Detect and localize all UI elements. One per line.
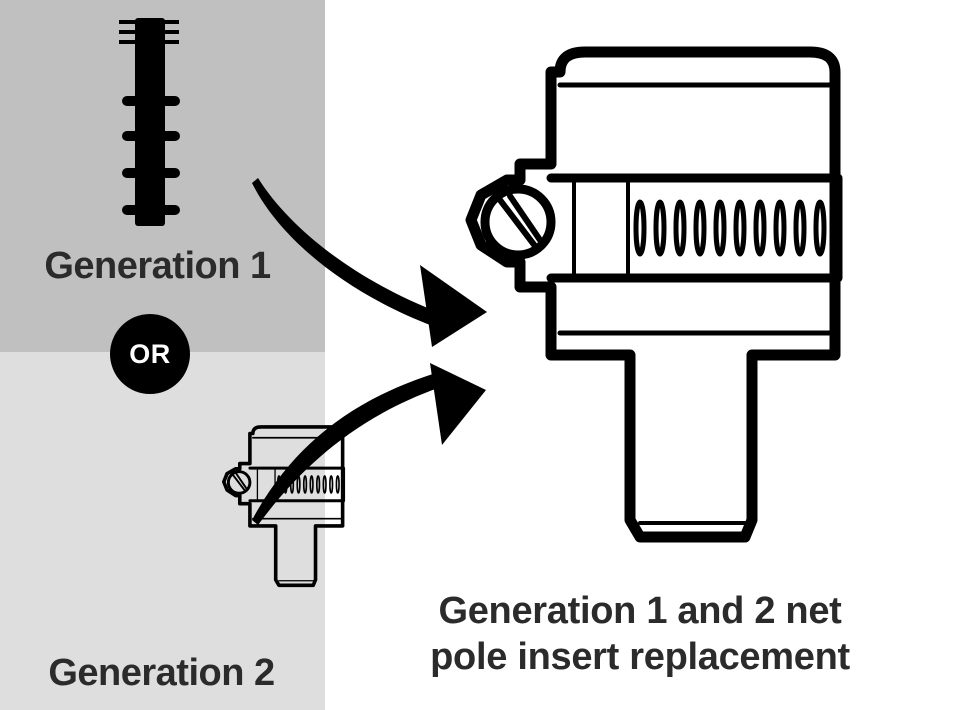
or-badge: OR — [110, 314, 190, 394]
generation-2-label: Generation 2 — [48, 652, 275, 694]
generation-1-label: Generation 1 — [44, 245, 271, 287]
generation-2-pole-insert-icon — [221, 425, 346, 588]
replacement-pole-insert-icon — [465, 46, 843, 543]
arrow-icon — [252, 178, 487, 525]
caption-line-2: pole insert replacement — [430, 636, 850, 678]
replacement-caption: Generation 1 and 2 net pole insert repla… — [380, 588, 900, 680]
generation-1-ribbed-insert-icon — [119, 18, 180, 226]
generation-2-panel — [0, 352, 325, 710]
caption-line-1: Generation 1 and 2 net — [438, 590, 842, 632]
